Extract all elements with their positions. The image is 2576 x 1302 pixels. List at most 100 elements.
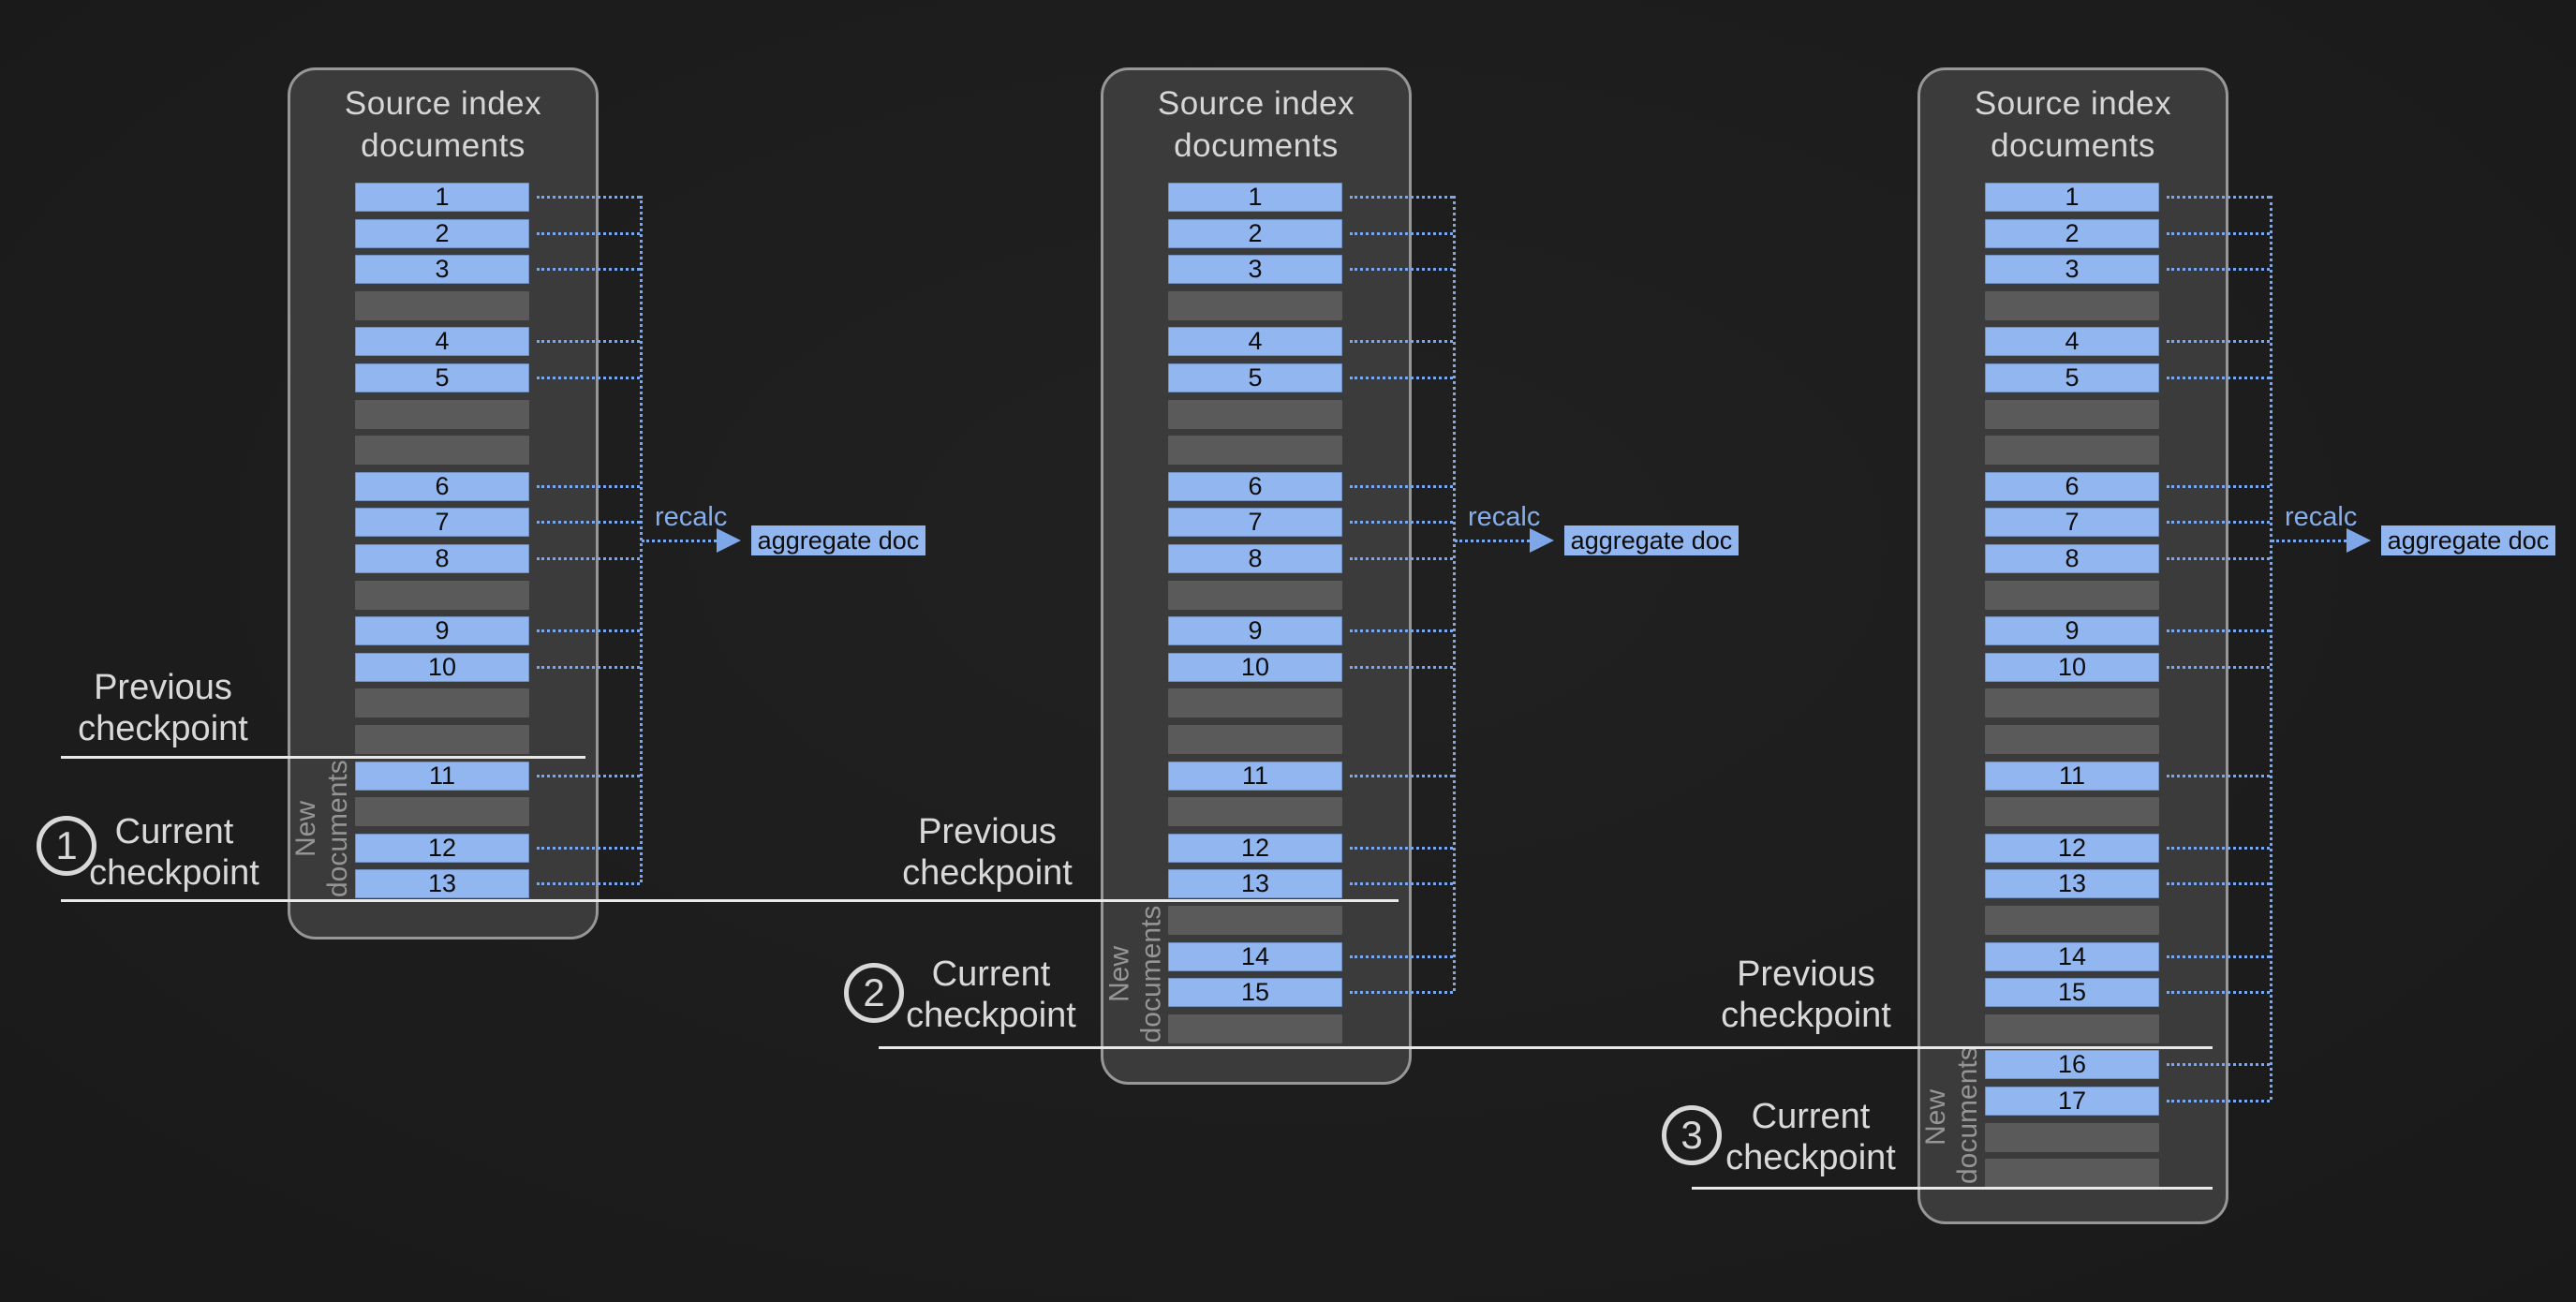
gap-row: [1985, 580, 2159, 610]
gap-row: [1985, 399, 2159, 429]
doc-row: 11: [1168, 761, 1342, 791]
doc-connector-line: [537, 846, 640, 850]
doc-row: 15: [1168, 978, 1342, 1008]
doc-connector-line: [1350, 629, 1453, 633]
step-badge: 1: [37, 816, 96, 876]
gap-row: [355, 580, 529, 610]
checkpoint-label: Current checkpoint: [906, 954, 1076, 1035]
collector-line: [1453, 196, 1456, 992]
doc-row: 1: [355, 183, 529, 212]
doc-row: 1: [1168, 183, 1342, 212]
gap-row: [355, 399, 529, 429]
gap-row: [1985, 1013, 2159, 1043]
panel1-current-panel2-previous-checkpoint-line: [61, 898, 1399, 902]
doc-connector-line: [2167, 484, 2270, 488]
checkpoint-label: Previous checkpoint: [78, 668, 248, 748]
doc-row: 3: [1985, 255, 2159, 285]
checkpoint-label: Previous checkpoint: [902, 812, 1073, 893]
doc-connector-line: [1350, 521, 1453, 525]
doc-row: 10: [1985, 652, 2159, 682]
doc-row: 9: [1985, 616, 2159, 646]
gap-row: [1985, 290, 2159, 320]
doc-row: 1: [1985, 183, 2159, 212]
doc-row: 4: [355, 327, 529, 357]
doc-connector-line: [2167, 629, 2270, 633]
aggregate-doc-box: aggregate doc: [1564, 525, 1739, 555]
doc-connector-line: [537, 340, 640, 344]
doc-connector-line: [537, 557, 640, 560]
doc-row: 8: [355, 544, 529, 573]
doc-row: 2: [1985, 218, 2159, 248]
doc-connector-line: [537, 196, 640, 199]
doc-row: 15: [1985, 978, 2159, 1008]
gap-row: [1985, 1122, 2159, 1152]
doc-row: 11: [355, 761, 529, 791]
gap-row: [1985, 797, 2159, 827]
gap-row: [1168, 290, 1342, 320]
panel-title: Source index documents: [1974, 85, 2172, 164]
gap-row: [1985, 688, 2159, 718]
doc-connector-line: [1350, 377, 1453, 379]
gap-row: [355, 725, 529, 754]
doc-connector-line: [1350, 954, 1453, 958]
doc-row: 2: [1168, 218, 1342, 248]
doc-connector-line: [1350, 882, 1453, 886]
gap-row: [1168, 436, 1342, 466]
doc-row: 2: [355, 218, 529, 248]
gap-row: [1168, 906, 1342, 935]
gap-row: [355, 688, 529, 718]
doc-connector-line: [2167, 340, 2270, 344]
doc-connector-line: [2167, 521, 2270, 525]
aggregate-doc-box: aggregate doc: [2381, 525, 2555, 555]
doc-connector-line: [2167, 1100, 2270, 1102]
checkpoint-label: Previous checkpoint: [1721, 954, 1891, 1035]
doc-row: 6: [1985, 471, 2159, 501]
doc-row: 6: [1168, 471, 1342, 501]
doc-connector-line: [2167, 268, 2270, 272]
panel2-current-panel3-previous-checkpoint-line: [879, 1045, 2213, 1049]
recalc-arrow-line: [1455, 539, 1530, 542]
doc-row: 3: [1168, 255, 1342, 285]
doc-connector-line: [1350, 484, 1453, 488]
doc-row: 14: [1985, 941, 2159, 971]
doc-connector-line: [2167, 991, 2270, 995]
doc-row: 8: [1168, 544, 1342, 573]
doc-connector-line: [537, 521, 640, 525]
doc-row: 10: [1168, 652, 1342, 682]
panel-title: Source index documents: [1157, 85, 1355, 164]
gap-row: [1168, 797, 1342, 827]
gap-row: [1168, 580, 1342, 610]
doc-row: 4: [1168, 327, 1342, 357]
doc-row: 12: [355, 833, 529, 863]
doc-connector-line: [1350, 665, 1453, 669]
doc-connector-line: [2167, 954, 2270, 958]
doc-connector-line: [537, 231, 640, 235]
doc-row: 14: [1168, 941, 1342, 971]
doc-row: 5: [1168, 363, 1342, 392]
doc-row: 11: [1985, 761, 2159, 791]
doc-connector-line: [2167, 196, 2270, 199]
doc-row: 13: [355, 869, 529, 899]
doc-connector-line: [2167, 1063, 2270, 1067]
doc-connector-line: [537, 484, 640, 488]
collector-line: [640, 196, 643, 883]
gap-row: [1985, 1159, 2159, 1189]
doc-connector-line: [2167, 557, 2270, 560]
doc-row: 10: [355, 652, 529, 682]
doc-connector-line: [1350, 774, 1453, 777]
gap-row: [1985, 725, 2159, 754]
doc-row: 16: [1985, 1050, 2159, 1080]
doc-connector-line: [2167, 665, 2270, 669]
doc-connector-line: [1350, 557, 1453, 560]
doc-row: 9: [1168, 616, 1342, 646]
step-badge: 2: [844, 963, 904, 1023]
doc-row: 9: [355, 616, 529, 646]
recalc-label: recalc: [655, 502, 728, 532]
doc-row: 12: [1985, 833, 2159, 863]
recalc-arrow-icon: [2347, 528, 2371, 553]
gap-row: [1168, 1013, 1342, 1043]
checkpoint-label: Current checkpoint: [89, 812, 259, 893]
doc-connector-line: [2167, 231, 2270, 235]
doc-connector-line: [1350, 846, 1453, 850]
doc-connector-line: [2167, 882, 2270, 886]
